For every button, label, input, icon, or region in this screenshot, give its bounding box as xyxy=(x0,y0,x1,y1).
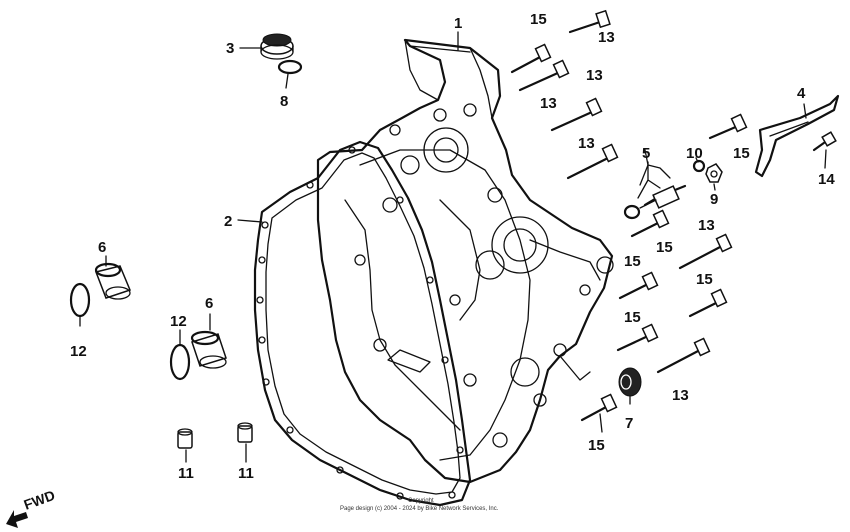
callout-13-b: 13 xyxy=(540,95,557,112)
callout-5: 5 xyxy=(642,145,650,162)
callout-8: 8 xyxy=(280,93,288,110)
copyright-line-2: Page design (c) 2004 - 2024 by Bike Netw… xyxy=(340,506,499,512)
callout-4: 4 xyxy=(797,85,806,102)
callout-1: 1 xyxy=(454,15,462,32)
bolt-15-top xyxy=(510,43,552,74)
callout-9: 9 xyxy=(710,191,718,208)
callout-13-f: 13 xyxy=(672,387,689,404)
bolt-15-right-mid xyxy=(688,288,728,318)
part-8-o-ring xyxy=(277,59,303,75)
bolt-13-top xyxy=(568,9,611,34)
part-12-o-ring-upper xyxy=(69,282,91,318)
callout-15-d: 15 xyxy=(624,253,641,270)
bolt-13-mid-upper xyxy=(550,97,603,132)
callout-labels: 1 2 3 4 5 6 6 7 8 9 10 11 11 12 12 13 13… xyxy=(70,11,835,482)
copyright-block: Copyright Page design (c) 2004 - 2024 by… xyxy=(340,498,499,512)
bolt-15-lower xyxy=(616,323,659,352)
part-10-washer xyxy=(692,159,706,173)
callout-6-lower: 6 xyxy=(205,295,213,312)
callout-7: 7 xyxy=(625,415,633,432)
callout-13-c: 13 xyxy=(586,67,603,84)
callout-15-b: 15 xyxy=(733,145,750,162)
bolt-13-mid xyxy=(566,143,619,180)
bolt-13-right-mid xyxy=(678,233,733,270)
callout-13-a: 13 xyxy=(598,29,615,46)
callout-12-lower: 12 xyxy=(170,313,187,330)
callout-2: 2 xyxy=(224,213,232,230)
transmission-housing xyxy=(316,38,614,484)
bolt-15-mid xyxy=(630,209,670,238)
part-11-dowel-right xyxy=(237,422,253,443)
callout-15-f: 15 xyxy=(624,309,641,326)
gasket xyxy=(253,140,472,507)
callout-3: 3 xyxy=(226,40,234,57)
fwd-arrow-icon xyxy=(6,510,28,528)
copyright-line-1: Copyright xyxy=(408,498,434,504)
callout-15-a: 15 xyxy=(530,11,547,28)
callout-12-upper: 12 xyxy=(70,343,87,360)
part-5-washer xyxy=(623,204,641,220)
part-14-bolt xyxy=(812,131,837,152)
part-7-seal xyxy=(618,367,642,397)
bolt-15-left-mid xyxy=(618,271,659,300)
part-11-dowel-left xyxy=(177,428,193,449)
callout-13-e: 13 xyxy=(698,217,715,234)
callout-15-c: 15 xyxy=(656,239,673,256)
callout-13-d: 13 xyxy=(578,135,595,152)
callout-15-e: 15 xyxy=(696,271,713,288)
bolt-13-lower xyxy=(656,337,711,374)
part-12-o-ring-lower xyxy=(169,343,191,381)
callout-15-g: 15 xyxy=(588,437,605,454)
callout-10: 10 xyxy=(686,145,703,162)
callout-11-right: 11 xyxy=(238,465,254,482)
bolt-15-right-upper xyxy=(708,113,748,140)
callout-6-upper: 6 xyxy=(98,239,106,256)
part-6-sleeve-upper xyxy=(94,262,132,300)
part-3-cap xyxy=(260,33,294,60)
fwd-label: FWD xyxy=(22,487,57,513)
fwd-indicator: FWD xyxy=(6,487,57,528)
callout-14: 14 xyxy=(818,171,835,188)
bolt-15-bottom xyxy=(580,393,618,422)
callout-11-left: 11 xyxy=(178,465,194,482)
leader-lines xyxy=(79,31,827,463)
bolt-13-upper xyxy=(518,59,570,92)
part-9-nut xyxy=(705,163,723,183)
part-4-bracket xyxy=(754,94,840,178)
part-6-sleeve-lower xyxy=(190,330,227,369)
